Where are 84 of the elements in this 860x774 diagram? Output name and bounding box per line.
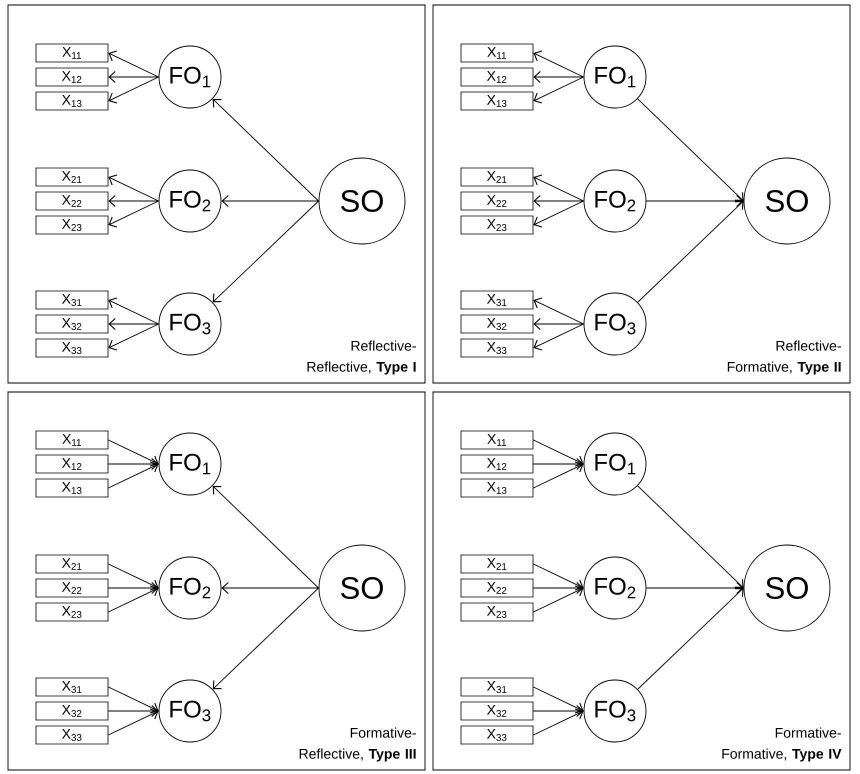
indicator-box: X$_{22}$ xyxy=(36,578,108,598)
arrow xyxy=(212,98,319,202)
arrow xyxy=(533,195,584,207)
indicator-box: X$_{31}$ xyxy=(36,678,108,696)
arrow xyxy=(108,705,159,717)
arrow xyxy=(637,588,744,690)
indicator-box: X$_{33}$ xyxy=(36,726,108,744)
indicator-box: X$_{23}$ xyxy=(460,602,534,622)
indicator-box: X$_{32}$ xyxy=(460,314,534,334)
indicator-box: X$_{11}$ xyxy=(460,430,534,450)
indicator-box: X$_{13}$ xyxy=(36,92,108,110)
arrow xyxy=(108,174,159,202)
indicator-box: X$_{13}$ xyxy=(460,478,534,498)
arrow xyxy=(532,585,584,612)
arrow xyxy=(532,458,584,470)
indicator-box: X$_{31}$ xyxy=(460,290,534,310)
arrow xyxy=(108,76,159,104)
indicator-box: X$_{11}$ xyxy=(36,430,108,450)
arrow xyxy=(108,200,159,228)
arrow xyxy=(108,195,159,207)
arrow xyxy=(533,318,584,330)
arrow xyxy=(108,686,159,714)
indicator-box: X$_{12}$ xyxy=(36,454,108,474)
arrow xyxy=(108,458,159,470)
arrow xyxy=(108,324,159,351)
arrow xyxy=(108,564,159,591)
arrow xyxy=(108,297,159,324)
indicator-box: X$_{33}$ xyxy=(460,338,534,358)
indicator-box: X$_{12}$ xyxy=(460,454,534,474)
arrow xyxy=(108,585,159,612)
indicator-box: X$_{33}$ xyxy=(36,338,108,358)
arrow xyxy=(532,461,584,488)
arrow xyxy=(646,582,744,594)
arrow xyxy=(637,201,744,303)
arrow xyxy=(532,708,584,736)
indicator-box: X$_{33}$ xyxy=(460,726,534,744)
indicator-box: X$_{11}$ xyxy=(36,44,108,62)
arrow xyxy=(212,588,319,690)
arrow xyxy=(646,195,744,207)
arrow xyxy=(221,582,319,594)
indicator-box: X$_{32}$ xyxy=(460,702,534,720)
indicator-box: X$_{32}$ xyxy=(36,702,108,720)
indicator-box: X$_{31}$ xyxy=(460,678,534,696)
arrow xyxy=(533,200,584,228)
arrow xyxy=(637,485,744,588)
indicator-box: X$_{23}$ xyxy=(460,216,534,234)
indicator-box: X$_{21}$ xyxy=(460,554,534,574)
indicator-box: X$_{32}$ xyxy=(36,314,108,334)
indicator-box: X$_{22}$ xyxy=(460,578,534,598)
arrow xyxy=(532,705,584,717)
arrow xyxy=(108,50,159,78)
arrow xyxy=(533,324,584,351)
arrow xyxy=(533,50,584,78)
indicator-box: X$_{13}$ xyxy=(460,92,534,110)
indicator-box: X$_{12}$ xyxy=(460,68,534,86)
arrow xyxy=(533,71,584,83)
indicator-box: X$_{21}$ xyxy=(36,168,108,186)
arrow xyxy=(533,297,584,324)
arrow xyxy=(532,686,584,714)
indicator-box: X$_{22}$ xyxy=(36,192,108,210)
arrow xyxy=(533,76,584,104)
arrow xyxy=(212,200,319,302)
indicator-box: X$_{13}$ xyxy=(36,478,108,498)
arrow xyxy=(108,318,159,330)
indicator-box: X$_{11}$ xyxy=(460,44,534,62)
arrow xyxy=(221,195,319,207)
indicator-box: X$_{23}$ xyxy=(36,216,108,234)
arrow xyxy=(108,708,159,736)
indicator-box: X$_{23}$ xyxy=(36,602,108,622)
arrow xyxy=(108,440,159,467)
indicator-box: X$_{22}$ xyxy=(460,192,534,210)
indicator-box: X$_{31}$ xyxy=(36,290,108,310)
indicator-box: X$_{21}$ xyxy=(36,554,108,574)
arrow xyxy=(533,174,584,202)
arrow xyxy=(108,461,159,488)
indicator-box: X$_{12}$ xyxy=(36,68,108,86)
arrow xyxy=(532,582,584,594)
arrow xyxy=(212,486,319,588)
arrow xyxy=(532,440,584,467)
arrow xyxy=(108,582,159,594)
arrow xyxy=(532,564,584,591)
arrow xyxy=(637,98,744,201)
arrow xyxy=(108,71,159,83)
indicator-box: X$_{21}$ xyxy=(460,168,534,186)
